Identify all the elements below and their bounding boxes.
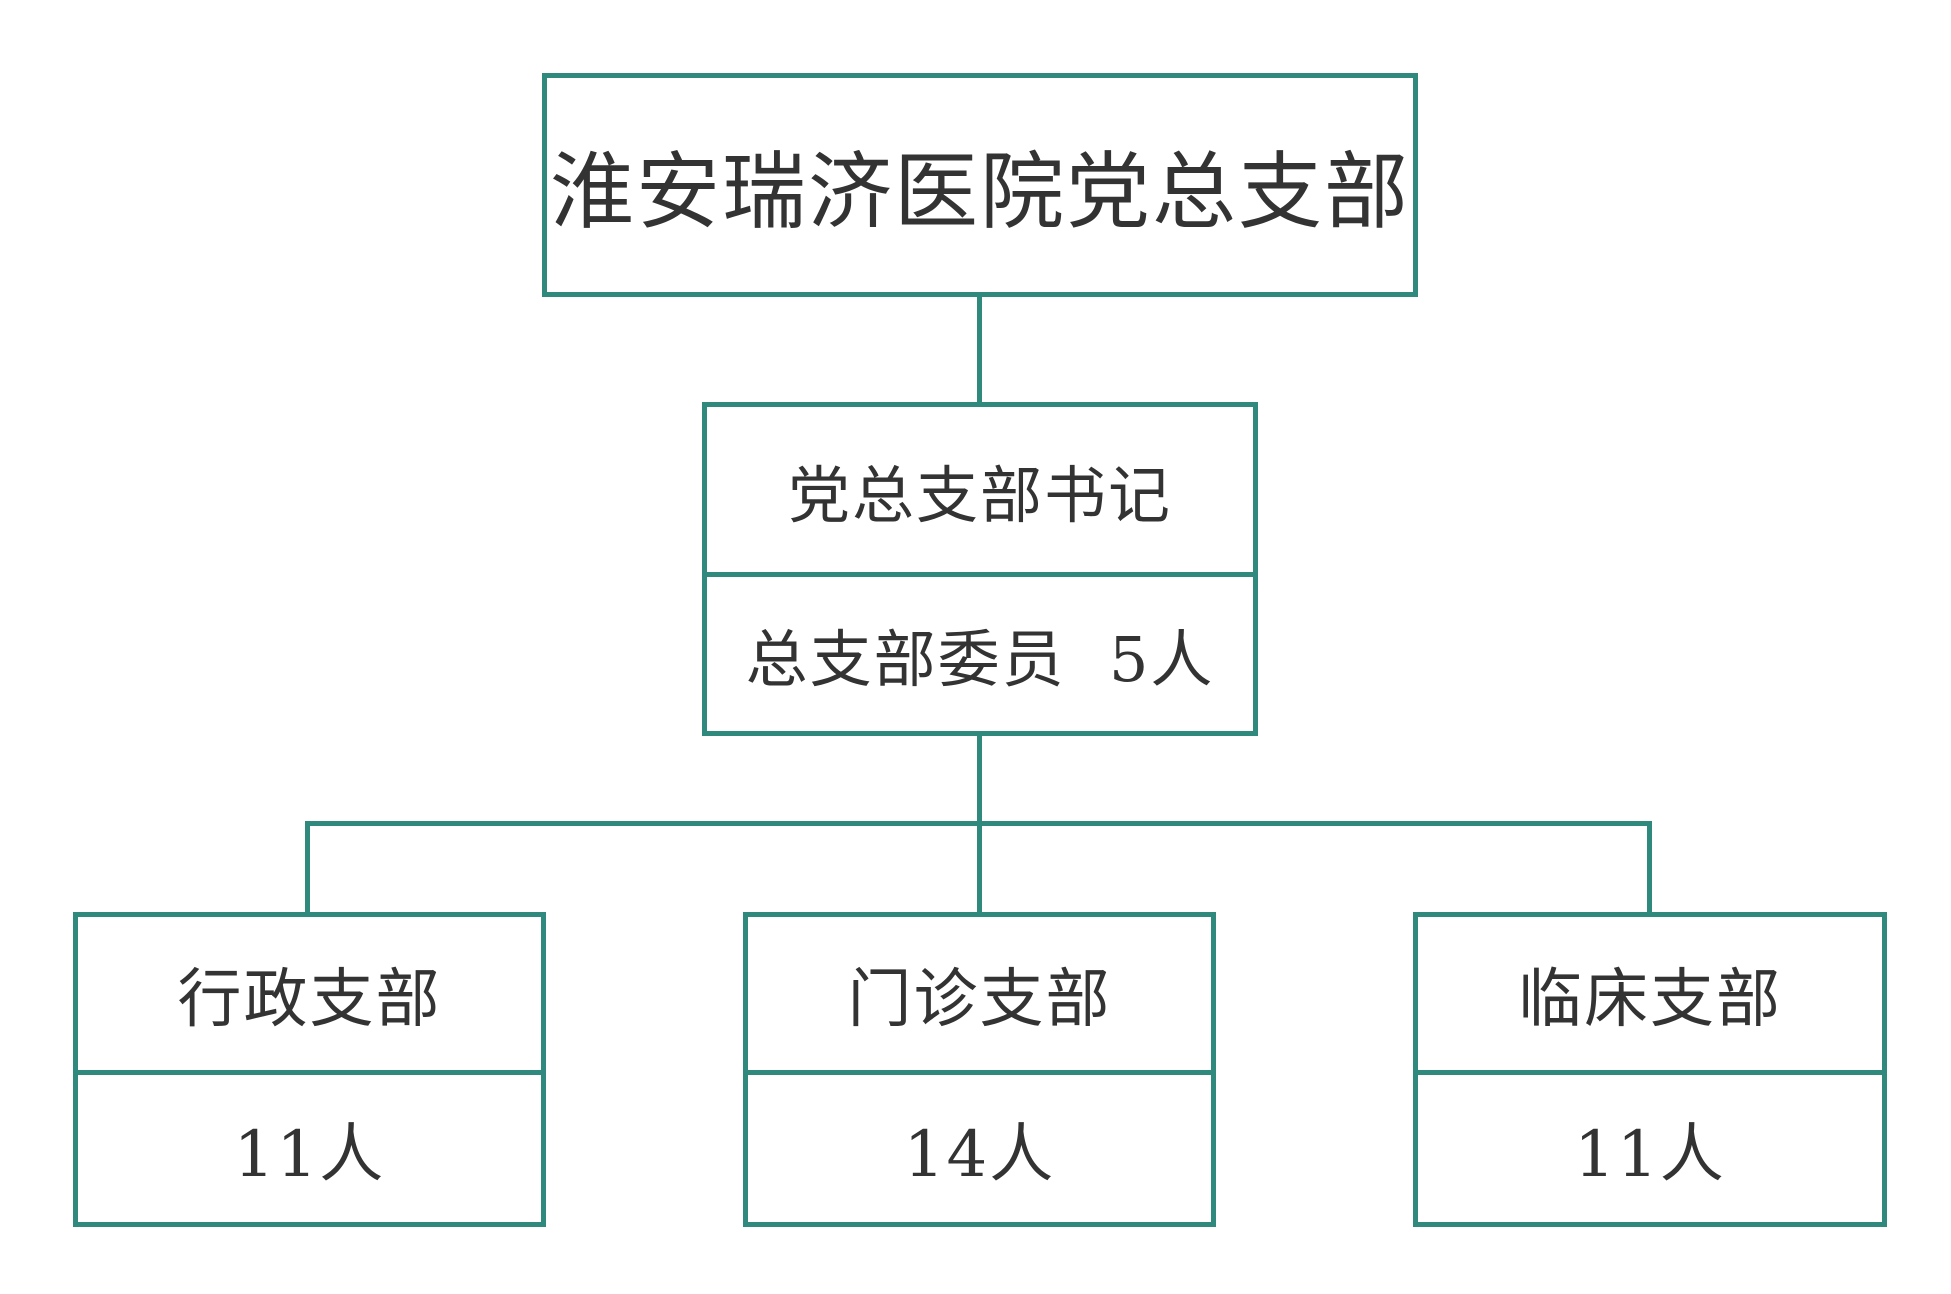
connector-branch-admin [305, 821, 310, 914]
branch-admin-node: 行政支部 11人 [73, 912, 546, 1227]
branch-admin-count: 11人 [233, 1117, 386, 1192]
secretary-divider [707, 572, 1253, 577]
connector-branch-clinical [1647, 821, 1652, 914]
branch-outpatient-name: 门诊支部 [847, 962, 1112, 1037]
root-title: 淮安瑞济医院党总支部 [549, 142, 1410, 241]
connector-secretary-down [977, 734, 982, 826]
branch-outpatient-node: 门诊支部 14人 [743, 912, 1216, 1227]
branch-clinical-count: 11人 [1574, 1117, 1726, 1192]
connector-branch-outpatient [977, 821, 982, 914]
branch-clinical-node: 临床支部 11人 [1413, 912, 1887, 1227]
branch-outpatient-count: 14人 [903, 1117, 1056, 1192]
branch-admin-divider [78, 1070, 541, 1075]
root-node: 淮安瑞济医院党总支部 [542, 73, 1418, 297]
connector-root-secretary [977, 296, 982, 404]
secretary-title: 党总支部书记 [787, 458, 1172, 532]
branch-clinical-divider [1418, 1070, 1882, 1075]
secretary-node: 党总支部书记 总支部委员 5人 [702, 402, 1258, 736]
branch-clinical-name: 临床支部 [1518, 962, 1782, 1037]
branch-outpatient-divider [748, 1070, 1211, 1075]
secretary-members: 总支部委员 5人 [745, 623, 1215, 696]
branch-admin-name: 行政支部 [177, 962, 442, 1037]
